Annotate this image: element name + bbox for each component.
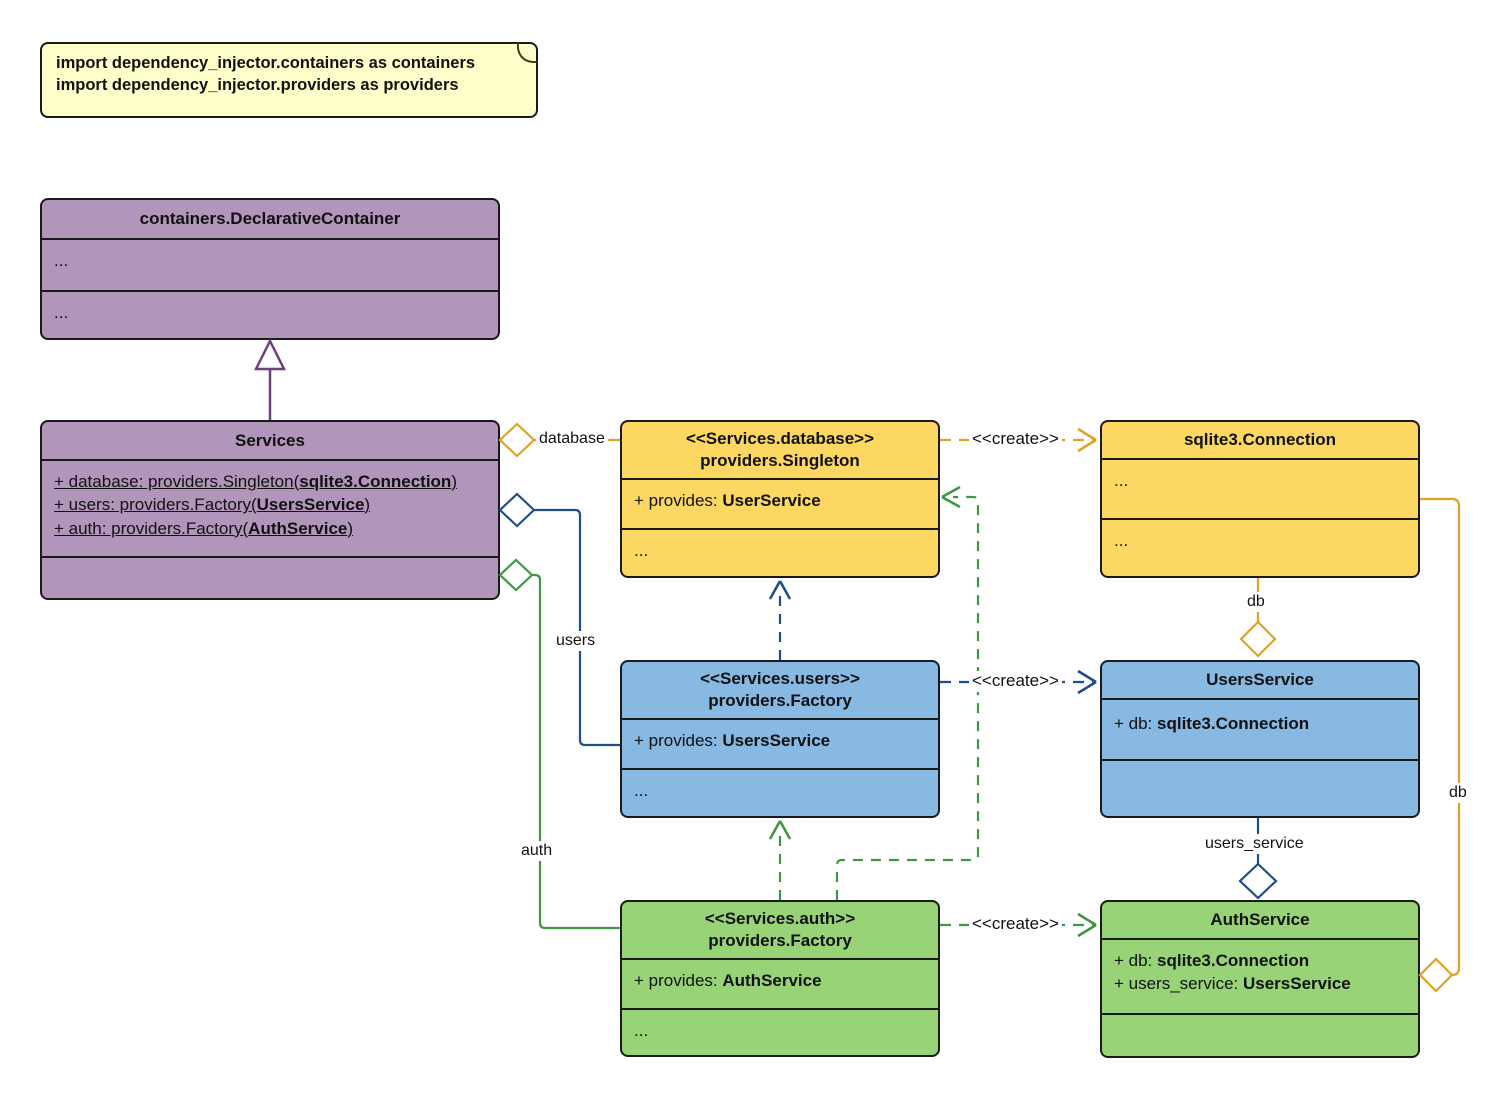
dependency-arrowhead-icon bbox=[768, 580, 792, 600]
attribute-line: + database: providers.Singleton(sqlite3.… bbox=[54, 472, 457, 491]
users-factory-dependency-edge bbox=[768, 580, 792, 660]
attribute-line: + provides: UsersService bbox=[622, 718, 938, 768]
database-diamond-icon bbox=[498, 422, 536, 458]
db-aggregation-edge bbox=[1239, 578, 1277, 658]
class-factory-auth: <<Services.auth>> providers.Factory + pr… bbox=[620, 900, 940, 1057]
class-name: providers.Factory bbox=[708, 691, 852, 710]
attribute-line: + provides: UserService bbox=[622, 478, 938, 528]
users-service-aggregation-edge bbox=[1238, 818, 1278, 900]
class-row: ... bbox=[42, 238, 498, 290]
class-services: Services + database: providers.Singleton… bbox=[40, 420, 500, 600]
db-right-diamond-icon bbox=[1418, 957, 1454, 993]
edge-label-create: <<create>> bbox=[969, 914, 1062, 935]
stereotype: <<Services.database>> bbox=[685, 429, 875, 449]
class-empty-section bbox=[1102, 759, 1418, 816]
class-row: ... bbox=[1102, 458, 1418, 518]
attribute-line: + users_service: UsersService bbox=[1114, 974, 1351, 994]
class-name: providers.Factory bbox=[708, 931, 852, 950]
edge-label-db: db bbox=[1446, 783, 1470, 803]
note-fold-corner-icon bbox=[517, 43, 537, 63]
inheritance-triangle-icon bbox=[253, 338, 287, 371]
auth-aggregation-edge bbox=[498, 558, 620, 930]
class-title: AuthService bbox=[1210, 910, 1310, 930]
db-right-aggregation-edge bbox=[1418, 497, 1461, 993]
db-right-line bbox=[1420, 497, 1461, 977]
class-row: ... bbox=[1102, 518, 1418, 576]
auth-diamond-icon bbox=[498, 558, 534, 592]
class-attributes: + db: sqlite3.Connection + users_service… bbox=[1102, 938, 1418, 1013]
class-name: providers.Singleton bbox=[700, 451, 860, 470]
auth-factory-dependency-edge bbox=[768, 820, 792, 900]
create-arrowhead-icon bbox=[1077, 912, 1097, 938]
edge-label-db: db bbox=[1244, 592, 1268, 612]
class-title: <<Services.users>> providers.Factory bbox=[622, 662, 938, 718]
auth-line bbox=[532, 573, 620, 930]
db-diamond-icon bbox=[1239, 620, 1277, 658]
users-aggregation-edge bbox=[498, 492, 620, 747]
class-row: ... bbox=[622, 768, 938, 816]
class-title: UsersService bbox=[1206, 670, 1314, 690]
create-arrowhead-icon bbox=[1077, 427, 1097, 453]
inheritance-edge bbox=[253, 338, 287, 420]
class-users-service: UsersService + db: sqlite3.Connection bbox=[1100, 660, 1420, 818]
import-note: import dependency_injector.containers as… bbox=[40, 42, 538, 118]
edge-label-database: database bbox=[536, 429, 608, 449]
stereotype: <<Services.auth>> bbox=[704, 909, 856, 929]
edge-label-create: <<create>> bbox=[969, 429, 1062, 450]
users-line bbox=[534, 508, 620, 747]
attribute-line: + provides: AuthService bbox=[622, 958, 938, 1008]
class-factory-users: <<Services.users>> providers.Factory + p… bbox=[620, 660, 940, 818]
class-row: ... bbox=[622, 1008, 938, 1055]
dependency-arrowhead-icon bbox=[941, 485, 961, 509]
class-row: ... bbox=[622, 528, 938, 576]
note-line: import dependency_injector.containers as… bbox=[56, 54, 476, 72]
class-title: Services bbox=[235, 430, 305, 450]
note-line: import dependency_injector.providers as … bbox=[56, 75, 459, 94]
class-title: <<Services.auth>> providers.Factory bbox=[622, 902, 938, 958]
edge-label-users: users bbox=[553, 631, 599, 651]
attribute-line: + db: sqlite3.Connection bbox=[1114, 951, 1310, 970]
class-title: sqlite3.Connection bbox=[1183, 430, 1337, 450]
class-title: <<Services.database>> providers.Singleto… bbox=[622, 422, 938, 478]
edge-label-create: <<create>> bbox=[969, 671, 1062, 692]
dependency-arrowhead-icon bbox=[768, 820, 792, 840]
create-arrowhead-icon bbox=[1077, 669, 1097, 695]
users-diamond-icon bbox=[498, 492, 536, 528]
edge-label-users-service: users_service bbox=[1202, 834, 1307, 854]
class-title: containers.DeclarativeContainer bbox=[139, 209, 401, 229]
class-auth-service: AuthService + db: sqlite3.Connection + u… bbox=[1100, 900, 1420, 1058]
edge-label-auth: auth bbox=[518, 841, 556, 861]
stereotype: <<Services.users>> bbox=[700, 669, 860, 689]
class-attributes: + db: sqlite3.Connection bbox=[1102, 698, 1418, 759]
class-attributes: + database: providers.Singleton(sqlite3.… bbox=[42, 459, 498, 556]
class-row: ... bbox=[42, 290, 498, 338]
users-service-diamond-icon bbox=[1238, 862, 1278, 900]
attribute-line: + users: providers.Factory(UsersService) bbox=[54, 495, 371, 515]
class-singleton-database: <<Services.database>> providers.Singleto… bbox=[620, 420, 940, 578]
class-empty-section bbox=[1102, 1013, 1418, 1056]
class-declarative-container: containers.DeclarativeContainer ... ... bbox=[40, 198, 500, 340]
class-empty-section bbox=[42, 556, 498, 598]
attribute-line: + db: sqlite3.Connection bbox=[1114, 714, 1310, 733]
class-sqlite3-connection: sqlite3.Connection ... ... bbox=[1100, 420, 1420, 578]
attribute-line: + auth: providers.Factory(AuthService) bbox=[54, 518, 354, 538]
